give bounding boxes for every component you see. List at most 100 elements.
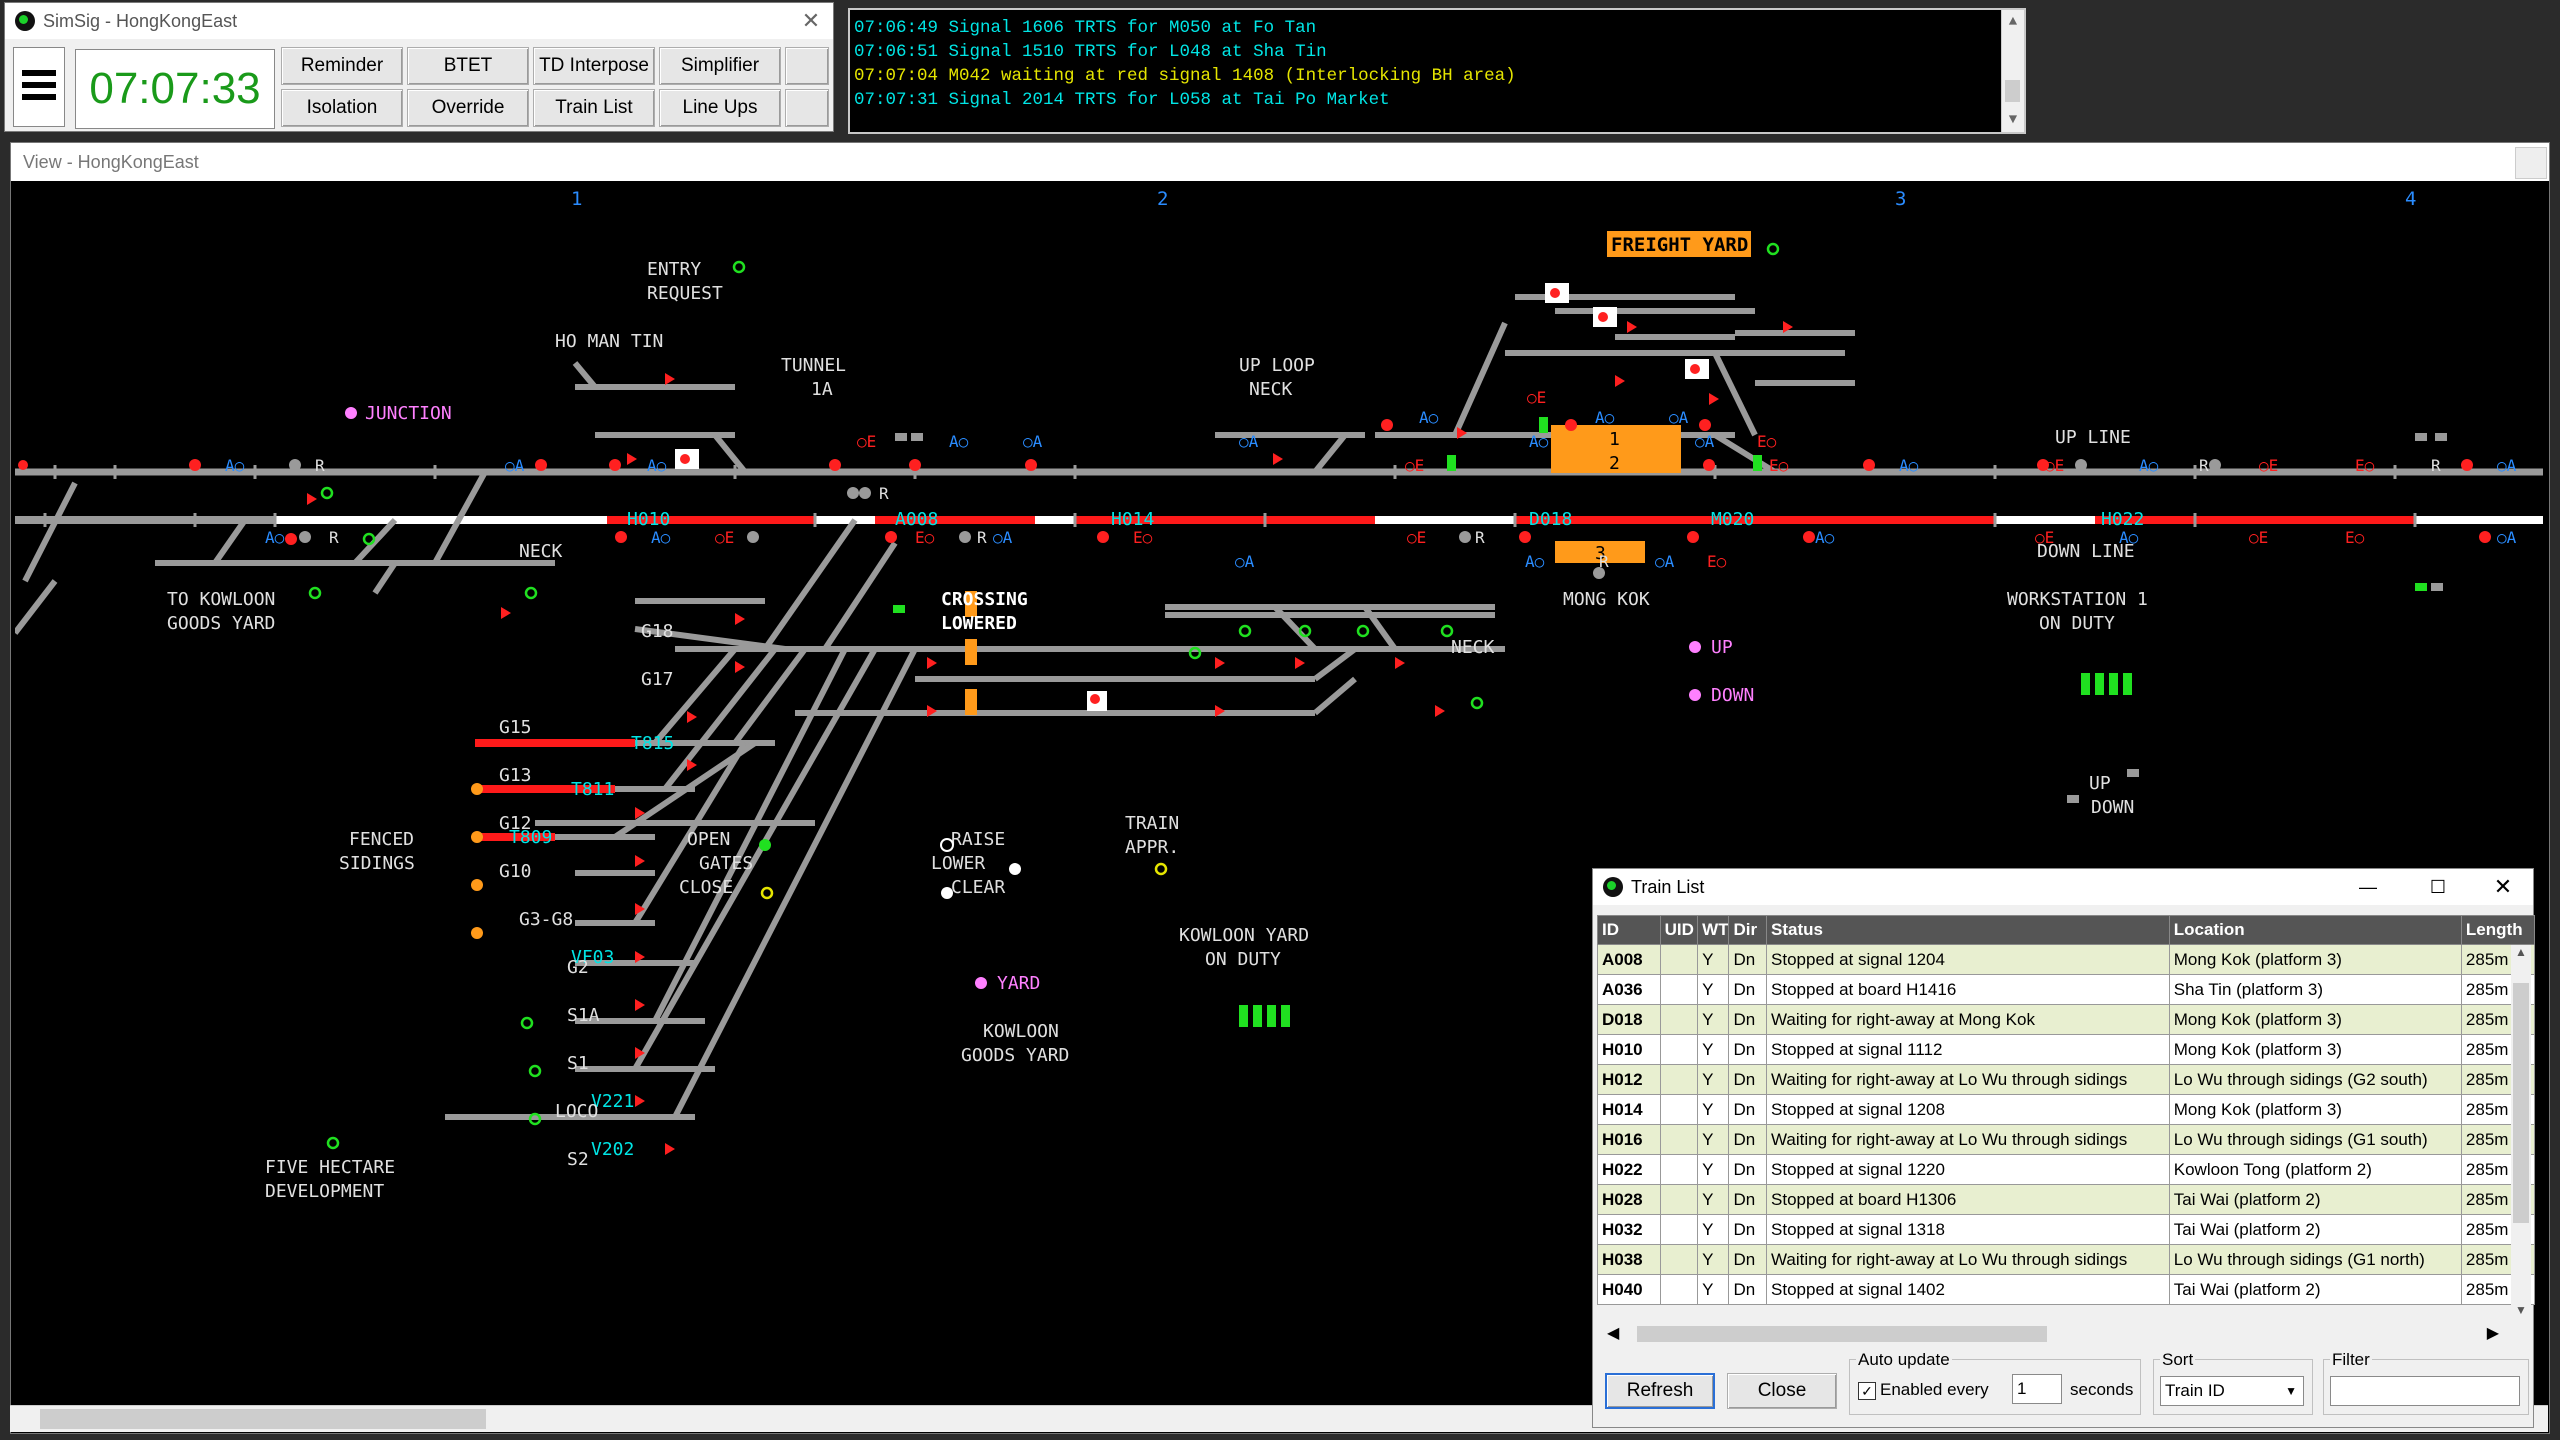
isolation-button[interactable]: Isolation bbox=[281, 89, 403, 127]
enabled-checkbox[interactable]: ✓ bbox=[1858, 1382, 1876, 1400]
area-label: WORKSTATION 1 bbox=[2007, 589, 2148, 610]
message-scrollbar[interactable]: ▲ ▼ bbox=[2001, 10, 2024, 132]
simplifier-button[interactable]: Simplifier bbox=[659, 47, 781, 85]
interval-stepper[interactable]: 1 bbox=[2012, 1374, 2062, 1404]
column-header[interactable]: Length bbox=[2460, 915, 2536, 945]
column-header[interactable]: Status bbox=[1766, 915, 2170, 945]
track-diagram[interactable]: 1 2 3 4 bbox=[15, 183, 2543, 1397]
scroll-left-icon[interactable]: ◀ bbox=[1607, 1325, 1620, 1342]
minimize-icon[interactable]: — bbox=[2359, 876, 2377, 897]
svg-text:A○: A○ bbox=[1419, 408, 1439, 427]
scroll-down-icon[interactable]: ▼ bbox=[2008, 112, 2018, 128]
line-ups-button[interactable]: Line Ups bbox=[659, 89, 781, 127]
table-hscrollbar[interactable]: ◀ ▶ bbox=[1597, 1323, 2509, 1345]
extra-button-bottom[interactable] bbox=[785, 89, 829, 127]
btet-button[interactable]: BTET bbox=[407, 47, 529, 85]
table-cell: Tai Wai (platform 2) bbox=[2168, 1274, 2462, 1305]
scroll-down-icon[interactable]: ▼ bbox=[2515, 1303, 2527, 1317]
svg-text:○E: ○E bbox=[1407, 528, 1426, 547]
area-label: GOODS YARD bbox=[961, 1045, 1069, 1066]
scroll-up-icon[interactable]: ▲ bbox=[2515, 945, 2527, 959]
reminder-button[interactable]: Reminder bbox=[281, 47, 403, 85]
menu-button[interactable] bbox=[13, 47, 65, 127]
svg-text:E○: E○ bbox=[2355, 456, 2375, 475]
area-label: NECK bbox=[519, 541, 563, 562]
route-r-label: R bbox=[315, 456, 325, 475]
table-cell: Dn bbox=[1728, 1274, 1768, 1305]
scroll-thumb[interactable] bbox=[40, 1409, 486, 1429]
area-label: DEVELOPMENT bbox=[265, 1181, 384, 1202]
svg-text:E○: E○ bbox=[2345, 528, 2365, 547]
refresh-button[interactable]: Refresh bbox=[1605, 1373, 1715, 1409]
maximize-icon[interactable] bbox=[2515, 147, 2547, 179]
svg-text:○A: ○A bbox=[1023, 432, 1043, 451]
column-header[interactable]: WTT bbox=[1697, 915, 1730, 945]
message-log[interactable]: 07:06:49 Signal 1606 TRTS for M050 at Fo… bbox=[848, 8, 2026, 134]
svg-text:E○: E○ bbox=[1133, 528, 1153, 547]
table-cell: Waiting for right-away at Lo Wu through … bbox=[1766, 1064, 2170, 1095]
override-button[interactable]: Override bbox=[407, 89, 529, 127]
area-label: UP LINE bbox=[2055, 427, 2131, 448]
area-label: UP bbox=[2089, 773, 2111, 794]
table-cell: Dn bbox=[1728, 1034, 1768, 1065]
area-label: KOWLOON bbox=[983, 1021, 1059, 1042]
close-button[interactable]: Close bbox=[1727, 1373, 1837, 1409]
column-header[interactable]: Dir bbox=[1728, 915, 1768, 945]
table-cell: Dn bbox=[1728, 1064, 1768, 1095]
train-id-cell: H014 bbox=[1597, 1094, 1661, 1125]
area-label: CLEAR bbox=[951, 877, 1005, 898]
sort-select[interactable]: Train ID ▼ bbox=[2160, 1376, 2304, 1406]
svg-text:○E: ○E bbox=[2259, 456, 2278, 475]
svg-text:A○: A○ bbox=[1525, 552, 1545, 571]
table-cell: Stopped at signal 1318 bbox=[1766, 1214, 2170, 1245]
train-id-cell: H038 bbox=[1597, 1244, 1661, 1275]
train-list-button[interactable]: Train List bbox=[533, 89, 655, 127]
train-list-titlebar: Train List — ☐ ✕ bbox=[1593, 869, 2533, 905]
svg-text:○A: ○A bbox=[993, 528, 1013, 547]
auto-update-group: Auto update ✓ Enabled every 1 seconds bbox=[1849, 1350, 2141, 1415]
table-cell: Stopped at signal 1204 bbox=[1766, 944, 2170, 975]
extra-button-top[interactable] bbox=[785, 47, 829, 85]
area-label: LOWER bbox=[931, 853, 985, 874]
table-cell: Tai Wai (platform 2) bbox=[2168, 1214, 2462, 1245]
filter-input[interactable] bbox=[2330, 1376, 2520, 1406]
train-list-title: Train List bbox=[1631, 876, 1705, 897]
message-line: 07:07:04 M042 waiting at red signal 1408… bbox=[854, 66, 1516, 86]
simsig-logo-icon bbox=[1603, 877, 1623, 897]
area-label: SIDINGS bbox=[339, 853, 415, 874]
table-cell: Y bbox=[1697, 1094, 1730, 1125]
train-id-cell: H012 bbox=[1597, 1064, 1661, 1095]
maximize-icon[interactable]: ☐ bbox=[2429, 876, 2447, 897]
column-header[interactable]: ID bbox=[1597, 915, 1661, 945]
column-header[interactable]: Location bbox=[2168, 915, 2462, 945]
column-header[interactable]: UID bbox=[1659, 915, 1699, 945]
train-id: T811 bbox=[571, 779, 614, 800]
table-cell bbox=[1659, 1184, 1699, 1215]
close-icon[interactable]: ✕ bbox=[801, 8, 821, 33]
scroll-right-icon[interactable]: ▶ bbox=[2486, 1325, 2499, 1342]
table-cell: Y bbox=[1697, 1184, 1730, 1215]
close-icon[interactable]: ✕ bbox=[2493, 874, 2513, 899]
table-cell: Mong Kok (platform 3) bbox=[2168, 944, 2462, 975]
train-id-cell: A008 bbox=[1597, 944, 1661, 975]
table-scrollbar[interactable]: ▲ ▼ bbox=[2511, 945, 2531, 1317]
siding-label: S2 bbox=[567, 1149, 589, 1170]
hamburger-icon bbox=[22, 70, 56, 100]
section-number: 2 bbox=[1157, 188, 1168, 210]
train-table: ID UID WTT Dir Status Location Length A0… bbox=[1597, 915, 2536, 1305]
scroll-up-icon[interactable]: ▲ bbox=[2008, 14, 2018, 30]
area-label: TRAIN bbox=[1125, 813, 1179, 834]
td-interpose-button[interactable]: TD Interpose bbox=[533, 47, 655, 85]
